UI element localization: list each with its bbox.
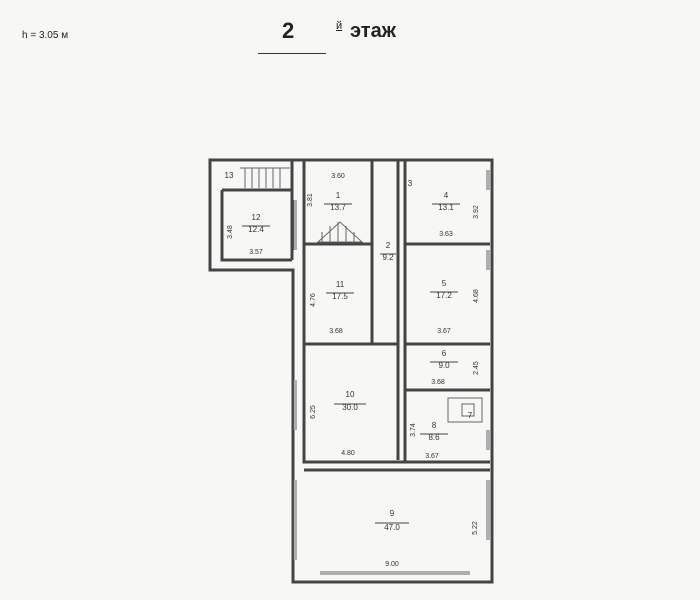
- floor-word: этаж: [350, 20, 396, 42]
- room-4-area: 13.1: [438, 203, 454, 212]
- floor-number: 2: [282, 18, 295, 43]
- floor-ordinal-suffix: й: [336, 20, 343, 32]
- room-12-length: 3.48: [227, 225, 234, 239]
- room-1-area: 13.7: [330, 203, 346, 212]
- room-9-number: 9: [390, 509, 395, 518]
- room-10-number: 10: [346, 390, 355, 399]
- room-labels: 1 13.7 3.60 3.81 2 9.2 3 4 13.1 3.63 3.9…: [225, 171, 480, 568]
- room-5-number: 5: [442, 279, 447, 288]
- room-8-length: 3.74: [410, 423, 417, 437]
- room-11-width: 3.68: [329, 328, 343, 335]
- room-5-length: 4.68: [473, 289, 480, 303]
- room-13-number: 13: [225, 171, 234, 180]
- room-6-width: 3.68: [431, 379, 445, 386]
- room-10-area: 30.0: [342, 403, 358, 412]
- room-4-number: 4: [444, 191, 449, 200]
- room-12-width: 3.57: [249, 249, 263, 256]
- room-9-length: 5.22: [472, 521, 479, 535]
- room-10-length: 6.25: [310, 405, 317, 419]
- room-4-width: 3.63: [439, 231, 453, 238]
- room-1-width: 3.60: [331, 173, 345, 180]
- room-2-number: 2: [386, 241, 391, 250]
- room-8-area: 8.6: [428, 433, 440, 442]
- room-3-number: 3: [408, 179, 413, 188]
- ceiling-height-label: h = 3.05 м: [22, 30, 69, 41]
- room-11-number: 11: [336, 280, 345, 289]
- plan-walls: [208, 158, 494, 584]
- room-6-number: 6: [442, 349, 447, 358]
- room-7-number: 7: [468, 411, 473, 420]
- room-11-area: 17.5: [332, 292, 348, 301]
- room-1-length: 3.81: [307, 193, 314, 207]
- room-8-number: 8: [432, 421, 437, 430]
- room-4-length: 3.92: [473, 205, 480, 219]
- room-dividers: [242, 203, 460, 524]
- room-12-area: 12.4: [248, 225, 264, 234]
- room-6-area: 9.0: [438, 361, 450, 370]
- floor-number-underline: [258, 53, 326, 54]
- room-5-area: 17.2: [436, 291, 452, 300]
- room-9-width: 9.00: [385, 561, 399, 568]
- room-2-area: 9.2: [382, 253, 394, 262]
- room-5-width: 3.67: [437, 328, 451, 335]
- room-1-number: 1: [336, 191, 341, 200]
- room-8-width: 3.67: [425, 453, 439, 460]
- room-10-width: 4.80: [341, 450, 355, 457]
- room-12-number: 12: [252, 213, 261, 222]
- room-11-length: 4.76: [310, 293, 317, 307]
- room-9-area: 47.0: [384, 523, 400, 532]
- plan-thin-lines: [240, 167, 490, 575]
- room-6-length: 2.45: [473, 361, 480, 375]
